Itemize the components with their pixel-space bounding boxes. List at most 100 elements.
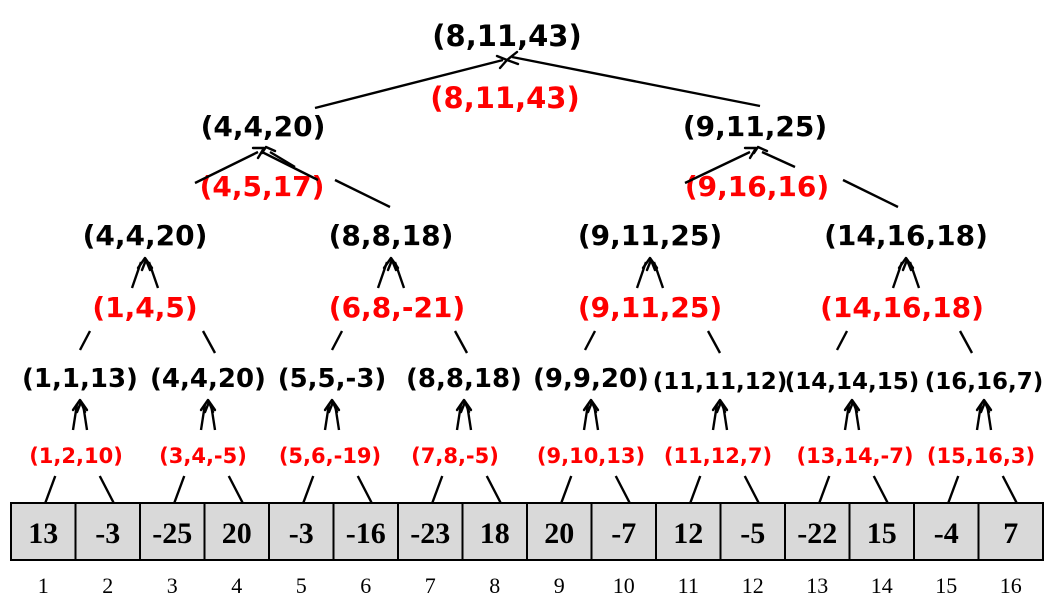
level4-merge-1: (1,2,10) xyxy=(29,444,123,468)
edge-l3-2-left-up xyxy=(376,261,389,289)
array-cell-2 xyxy=(74,502,141,561)
array-cell-6 xyxy=(332,502,399,561)
array-cell-13 xyxy=(784,502,851,561)
edge-l4-8-left-up xyxy=(975,403,983,431)
level4-merge-2: (3,4,-5) xyxy=(159,444,247,468)
edge-l4-6-right-up xyxy=(721,403,729,431)
edge-l3-1-down-left xyxy=(78,330,92,351)
level4-node-6: (11,11,12) xyxy=(653,369,788,395)
array-value-2: -3 xyxy=(95,517,120,550)
edge-l4-1-left-up xyxy=(71,403,79,431)
arrowhead-level4-7 xyxy=(843,398,861,412)
edge-l3-4-down-right xyxy=(958,330,974,354)
array-cell-12 xyxy=(719,502,786,561)
array-value-11: 12 xyxy=(673,517,703,550)
level4-merge-4: (7,8,-5) xyxy=(411,444,499,468)
array-cell-16 xyxy=(977,502,1044,561)
edge-l2a-right-up xyxy=(269,150,296,169)
edge-cell-10 xyxy=(614,475,631,504)
array-value-16: 7 xyxy=(1003,517,1018,550)
edge-cell-16 xyxy=(1001,475,1018,504)
array-cell-5 xyxy=(268,502,335,561)
array-index-1: 1 xyxy=(38,573,49,598)
edge-l3-3-left-up xyxy=(635,261,648,289)
array-index-11: 11 xyxy=(678,573,699,598)
edge-cell-11 xyxy=(689,475,702,504)
edge-cell-7 xyxy=(431,475,444,504)
arrowhead-level4-3 xyxy=(323,398,341,412)
arrowhead-level4-1 xyxy=(71,398,89,412)
array-value-3: -25 xyxy=(152,517,192,550)
edge-l3-4-left-up xyxy=(891,261,904,289)
level4-node-4: (8,8,18) xyxy=(406,364,522,394)
edge-cell-14 xyxy=(872,475,889,504)
edge-l4-1-right-up xyxy=(81,403,89,431)
edge-cell-2 xyxy=(98,475,115,504)
array-index-6: 6 xyxy=(360,573,371,598)
array-index-7: 7 xyxy=(425,573,436,598)
edge-cell-9 xyxy=(560,475,573,504)
level4-node-7: (14,14,15) xyxy=(785,369,920,395)
array-cell-11 xyxy=(655,502,722,561)
arrowhead-l2b-2 xyxy=(752,145,769,155)
array-index-16: 16 xyxy=(1000,573,1022,598)
edge-l4-3-right-up xyxy=(333,403,341,431)
edge-l3-4-down-left xyxy=(835,330,849,351)
edge-l3-1-left-up xyxy=(130,261,143,289)
edge-l2-link xyxy=(261,150,319,182)
array-cell-7 xyxy=(397,502,464,561)
edge-root-left xyxy=(314,58,504,110)
edge-cell-8 xyxy=(485,475,502,504)
arrowhead-level4-8 xyxy=(975,398,993,412)
level2-node-1: (4,4,20) xyxy=(201,110,326,143)
array-row: 131-32-253204-35-166-237188209-7101211-5… xyxy=(10,502,1044,598)
edge-cell-5 xyxy=(302,475,315,504)
level4-merge-6: (11,12,7) xyxy=(664,444,772,468)
edge-cell-3 xyxy=(173,475,186,504)
arrowhead-level4-5 xyxy=(582,398,600,412)
array-value-4: 20 xyxy=(222,517,252,550)
edge-l3-4-right-up xyxy=(908,261,921,289)
array-cell-4 xyxy=(203,502,270,561)
array-cell-8 xyxy=(461,502,528,561)
edge-cell-1 xyxy=(44,475,57,504)
level3-merge-2: (6,8,-21) xyxy=(329,291,465,324)
edge-l4-6-left-up xyxy=(711,403,719,431)
level4-merge-7: (13,14,-7) xyxy=(797,444,914,468)
edge-l2a-right xyxy=(334,178,391,209)
level3-node-3: (9,11,25) xyxy=(578,219,722,252)
array-value-8: 18 xyxy=(480,517,510,550)
level4-node-8: (16,16,7) xyxy=(925,369,1044,395)
level3-node-2: (8,8,18) xyxy=(329,219,454,252)
array-index-8: 8 xyxy=(489,573,500,598)
edge-l4-5-right-up xyxy=(592,403,600,431)
array-index-13: 13 xyxy=(806,573,828,598)
edge-l4-8-right-up xyxy=(985,403,993,431)
array-index-14: 14 xyxy=(871,573,893,598)
edge-l3-2-down-right xyxy=(453,330,469,354)
edge-l3-3-down-right xyxy=(706,330,722,354)
level3-node-1: (4,4,20) xyxy=(83,219,208,252)
array-index-2: 2 xyxy=(102,573,113,598)
edge-cell-4 xyxy=(227,475,244,504)
array-index-5: 5 xyxy=(296,573,307,598)
arrowhead-l2a-2 xyxy=(260,145,277,155)
arrowhead-level3-2-inner xyxy=(386,258,398,272)
array-cell-10 xyxy=(590,502,657,561)
root-node: (8,11,43) xyxy=(432,19,581,53)
level4-node-5: (9,9,20) xyxy=(533,364,649,394)
level4-merge-5: (9,10,13) xyxy=(537,444,645,468)
level4-merge-3: (5,6,-19) xyxy=(279,444,381,468)
array-value-12: -5 xyxy=(740,517,765,550)
edge-cell-6 xyxy=(356,475,373,504)
edge-l3-1-down-right xyxy=(201,330,217,354)
arrowhead-level4-4 xyxy=(455,398,473,412)
edge-l3-3-right-up xyxy=(652,261,665,289)
array-cell-15 xyxy=(913,502,980,561)
array-index-4: 4 xyxy=(231,573,242,598)
arrowhead-level3-1-inner xyxy=(140,258,152,272)
edge-cell-12 xyxy=(743,475,760,504)
edge-l2b-right xyxy=(842,178,899,209)
array-cell-9 xyxy=(526,502,593,561)
